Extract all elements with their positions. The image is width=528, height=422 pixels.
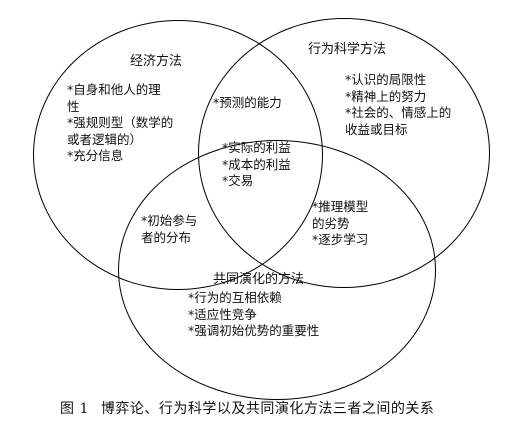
behavioral-item: 收益或目标 xyxy=(345,121,408,137)
economics-item: *强规则型（数学的 xyxy=(67,115,174,130)
figure-caption-text: 博弈论、行为科学以及共同演化方法三者之间的关系 xyxy=(100,401,435,417)
all-three-overlap: *实际的利益 *成本的利益 *交易 xyxy=(222,140,291,190)
overlap-item: 者的分布 xyxy=(141,229,192,245)
overlap-item: *交易 xyxy=(222,173,254,188)
evolution-item: *强调初始优势的重要性 xyxy=(188,323,320,338)
economics-items: *自身和他人的理 性 *强规则型（数学的 或者逻辑的） *充分信息 xyxy=(67,82,173,165)
econ-evolution-overlap: *初始参与 者的分布 xyxy=(141,213,197,246)
figure-caption: 图 1 博弈论、行为科学以及共同演化方法三者之间的关系 xyxy=(60,398,434,418)
overlap-item: *实际的利益 xyxy=(222,140,291,155)
economics-item: 性 xyxy=(67,98,80,114)
economics-item: *自身和他人的理 xyxy=(67,82,161,97)
overlap-item: *预测的能力 xyxy=(213,95,282,110)
econ-behavioral-overlap: *预测的能力 xyxy=(213,95,282,112)
behavioral-title: 行为科学方法 xyxy=(308,42,387,57)
evolution-title: 共同演化的方法 xyxy=(213,272,305,287)
economics-item: *充分信息 xyxy=(67,148,124,163)
overlap-item: *推理模型 xyxy=(312,199,369,214)
behavioral-item: *社会的、情感上的 xyxy=(345,105,452,120)
overlap-item: 的劣势 xyxy=(312,215,350,231)
economics-item: 或者逻辑的） xyxy=(67,131,143,147)
economics-title: 经济方法 xyxy=(130,54,183,69)
overlap-item: *初始参与 xyxy=(141,213,198,228)
evolution-circle xyxy=(118,140,436,400)
behavioral-evolution-overlap: *推理模型 的劣势 *逐步学习 xyxy=(312,199,368,249)
overlap-item: *成本的利益 xyxy=(222,156,291,172)
evolution-item: *适应性竞争 xyxy=(188,306,257,322)
evolution-items: *行为的互相依赖 *适应性竞争 *强调初始优势的重要性 xyxy=(188,290,319,340)
behavioral-item: *精神上的努力 xyxy=(345,88,427,104)
behavioral-items: *认识的局限性 *精神上的努力 *社会的、情感上的 收益或目标 xyxy=(345,72,451,138)
evolution-item: *行为的互相依赖 xyxy=(188,290,282,305)
figure-label: 图 1 xyxy=(60,401,89,417)
behavioral-item: *认识的局限性 xyxy=(345,72,427,87)
overlap-item: *逐步学习 xyxy=(312,232,369,247)
